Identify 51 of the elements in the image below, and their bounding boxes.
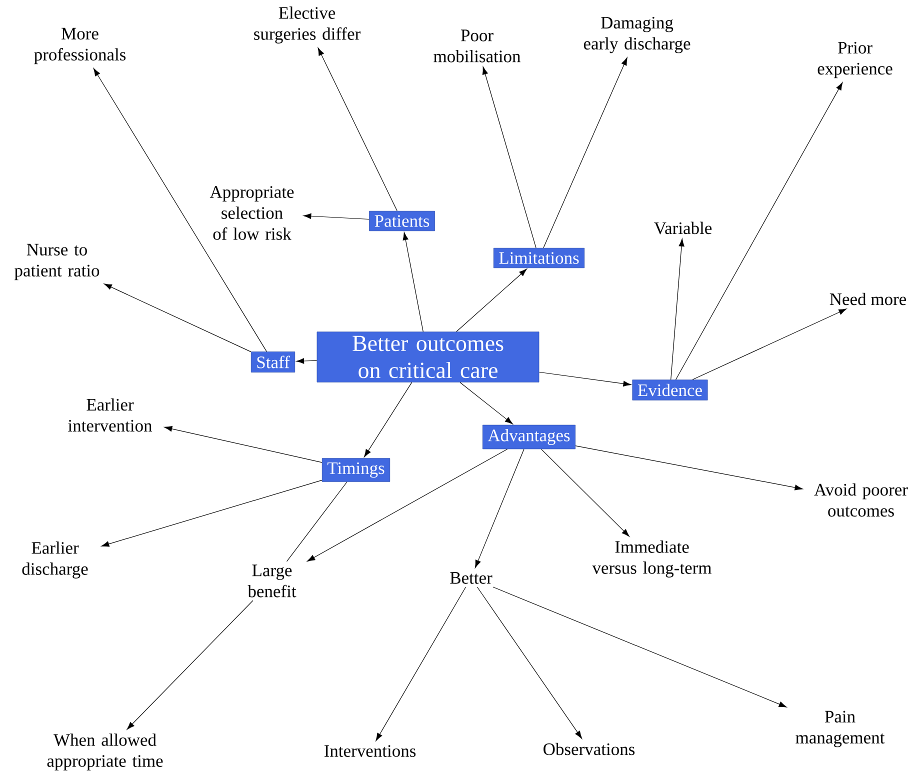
arrow: [474, 448, 524, 568]
arrow: [364, 382, 412, 458]
arrow: [164, 426, 322, 463]
arrow: [104, 284, 252, 352]
arrow: [575, 446, 803, 490]
arrow: [318, 48, 398, 212]
arrow: [101, 480, 322, 547]
subtopic-box: Limitations: [493, 248, 585, 268]
arrow: [402, 232, 424, 332]
leaf-label: Earlier intervention: [68, 398, 152, 432]
arrow: [93, 68, 267, 352]
arrow: [126, 600, 254, 730]
arrow: [460, 382, 513, 424]
arrow: [482, 66, 536, 248]
subtopic-box: Patients: [369, 210, 435, 232]
arrow: [376, 586, 466, 742]
leaf-label: Variable: [654, 222, 712, 234]
arrow: [670, 238, 684, 380]
leaf-label: Damaging early discharge: [584, 16, 690, 54]
subtopic-box: Staff: [250, 352, 296, 372]
leaf-label: Appropriate selection of low risk: [210, 186, 294, 240]
arrow: [538, 372, 632, 386]
arrow: [296, 358, 318, 364]
arrow: [692, 308, 847, 380]
leaf-label: Pain management: [796, 710, 885, 748]
leaf-label: Better: [450, 572, 492, 584]
arrow: [307, 448, 508, 562]
leaf-label: Need more: [830, 292, 906, 306]
leaf-label: Avoid poorer outcomes: [814, 483, 908, 517]
subtopic-box: Evidence: [632, 380, 708, 400]
leaf-label: Poor mobilisation: [434, 30, 520, 62]
leaf-label: Prior experience: [818, 42, 892, 78]
arrow: [456, 268, 527, 332]
topic-box: Better outcomes on critical care: [316, 332, 540, 382]
leaf-label: Immediate versus long-term: [592, 540, 712, 578]
arrow: [476, 586, 582, 739]
leaf-label: Observations: [544, 742, 635, 756]
leaf-label: More professionals: [34, 28, 126, 64]
leaf-label: Elective surgeries differ: [254, 6, 360, 44]
leaf-label: Earlier discharge: [22, 542, 88, 578]
leaf-label: Interventions: [324, 745, 416, 757]
subtopic-box: Advantages: [482, 424, 576, 450]
leaf-label: Large benefit: [248, 564, 296, 598]
arrow: [543, 57, 628, 248]
leaf-label: Nurse to patient ratio: [14, 244, 100, 280]
arrow: [303, 213, 370, 220]
leaf-label: When allowed appropriate time: [47, 734, 163, 770]
arrow: [492, 586, 787, 708]
subtopic-box: Timings: [322, 458, 390, 482]
arrow: [676, 82, 843, 380]
arrow: [540, 448, 630, 537]
